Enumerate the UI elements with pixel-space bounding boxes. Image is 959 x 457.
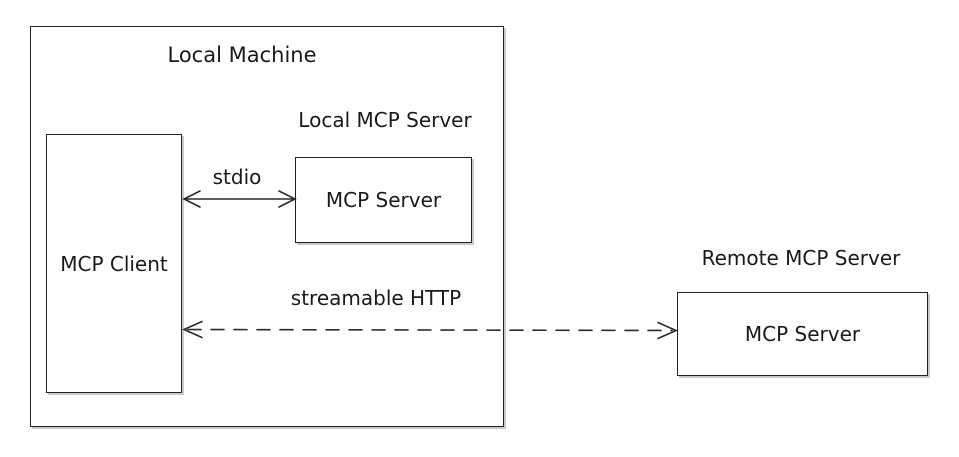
- local-mcp-server-box: MCP Server: [295, 157, 472, 243]
- remote-mcp-server-box: MCP Server: [677, 292, 928, 376]
- local-mcp-server-label: MCP Server: [325, 188, 442, 212]
- remote-mcp-server-title: Remote MCP Server: [701, 246, 901, 270]
- local-mcp-server-title: Local MCP Server: [298, 108, 472, 132]
- local-machine-label: Local Machine: [167, 43, 317, 67]
- remote-mcp-server-label: MCP Server: [744, 322, 861, 346]
- mcp-client-label: MCP Client: [60, 251, 168, 276]
- streamable-http-connection-label: streamable HTTP: [290, 286, 462, 310]
- mcp-client-box: MCP Client: [46, 134, 182, 393]
- stdio-connection-label: stdio: [212, 165, 262, 189]
- local-machine-box: [30, 26, 504, 427]
